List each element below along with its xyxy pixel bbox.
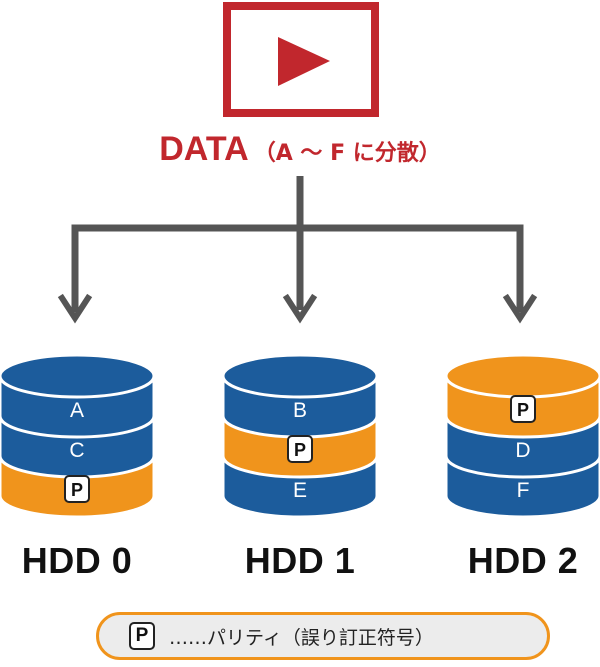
legend-text: ……パリティ（誤り訂正符号） — [169, 626, 434, 649]
hdd-1-band-1-label: P — [294, 440, 306, 460]
legend: P ……パリティ（誤り訂正符号） — [96, 612, 550, 660]
hdd-1-band-2-label: E — [293, 479, 307, 502]
play-icon — [223, 2, 379, 117]
hdd-2-label: HDD 2 — [467, 540, 579, 581]
hdd-1-band-0-label: B — [293, 399, 307, 422]
data-title: DATA （A ～ F に分散） — [0, 130, 600, 169]
hdd-1-label: HDD 1 — [244, 540, 356, 581]
arrowhead-hdd2 — [502, 293, 538, 324]
arrowheads — [57, 293, 538, 324]
hdd-2-band-1-label: D — [515, 439, 530, 462]
hdd-2-band-0-label: P — [517, 400, 529, 420]
data-title-main: DATA — [159, 130, 249, 168]
parity-badge: P — [129, 622, 155, 650]
arrowhead-hdd0 — [57, 293, 93, 324]
arrowhead-hdd1 — [282, 293, 318, 324]
hdd-0-label: HDD 0 — [21, 540, 133, 581]
hdd-0-band-1-label: C — [69, 439, 84, 462]
hdd-2-top — [444, 353, 600, 399]
hdd-2-stack: PDF — [444, 353, 600, 519]
parity-marker — [287, 435, 313, 463]
hdd-1-stack: BPE — [221, 353, 379, 519]
hdd-0-band-0-label: A — [70, 399, 84, 422]
distribution-arrows — [71, 176, 524, 312]
hdd-2-band-2-label: F — [517, 479, 530, 502]
parity-marker — [510, 395, 536, 423]
hdd-0-band-2-label: P — [71, 480, 83, 500]
hdd-1-top — [221, 353, 379, 399]
hdd-0-stack: ACP — [0, 353, 156, 519]
parity-marker — [64, 475, 90, 503]
data-title-sub: （A ～ F に分散） — [253, 141, 441, 166]
hdd-0-top — [0, 353, 156, 399]
